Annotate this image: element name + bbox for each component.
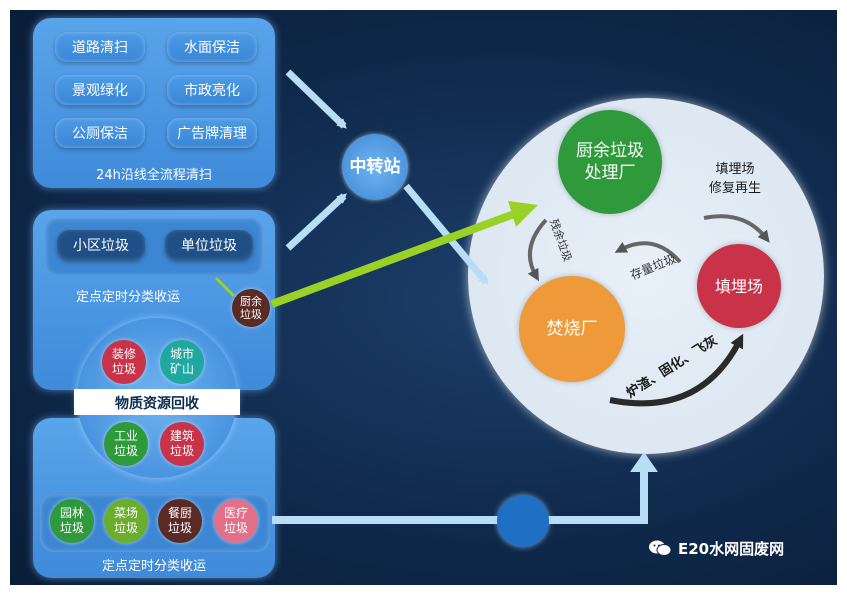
middle-collection-caption: 定点定时分类收运: [75, 290, 180, 305]
arrow-kitchen-waste: [270, 210, 516, 308]
arrow-residue: [527, 218, 548, 282]
arrow-middle-to-kitchen: [214, 276, 236, 298]
kitchen-plant-node: 厨余垃圾 处理厂: [558, 110, 662, 214]
landfill-repair-label: 填埋场 修复再生: [708, 162, 761, 196]
wechat-icon: [648, 539, 672, 557]
arrow-station-to-facility: [403, 183, 489, 286]
water-cleaning-pill: 水面保洁: [167, 32, 257, 62]
decoration-waste-ball: 装修 垃圾: [102, 340, 146, 384]
restaurant-waste-ball: 餐厨 垃圾: [158, 499, 202, 543]
kitchen-waste-ball: 厨余 垃圾: [232, 289, 270, 327]
arrow-stock: [614, 241, 682, 264]
market-waste-ball: 菜场 垃圾: [104, 499, 148, 543]
arrow-bottom-route-head: [630, 452, 658, 472]
public-toilet-pill: 公厕保洁: [55, 118, 145, 148]
transfer-station-node: 中转站: [342, 134, 408, 200]
community-waste-pill: 小区垃圾: [57, 230, 145, 260]
industrial-waste-ball: 工业 垃圾: [104, 422, 148, 466]
garden-waste-ball: 园林 垃圾: [50, 499, 94, 543]
urban-mine-ball: 城市 矿山: [160, 340, 204, 384]
resource-recovery-band: [74, 389, 240, 415]
arrow-middle-to-station: [285, 193, 347, 251]
unit-waste-pill: 单位垃圾: [165, 230, 253, 260]
bottom-collection-caption: 定点定时分类收运: [101, 559, 206, 574]
arrow-repair: [703, 214, 770, 243]
landfill-node: 填埋场: [697, 244, 781, 328]
landscape-greening-pill: 景观绿化: [55, 75, 145, 105]
resource-recovery-label: 物质资源回收: [115, 396, 199, 412]
bottom-route-node: [497, 495, 549, 547]
arrow-top-to-station: [285, 69, 347, 129]
construction-waste-ball: 建筑 垃圾: [160, 422, 204, 466]
municipal-lighting-pill: 市政亮化: [167, 75, 257, 105]
medical-waste-ball: 医疗 垃圾: [214, 499, 258, 543]
street-cleaning-caption: 24h沿线全流程清扫: [96, 168, 212, 183]
billboard-cleaning-pill: 广告牌清理: [167, 118, 257, 148]
arrow-bottom-route: [272, 470, 648, 524]
road-cleaning-pill: 道路清扫: [55, 32, 145, 62]
arrow-ash: [609, 333, 744, 407]
arrow-kitchen-waste-head: [508, 201, 538, 227]
incinerator-node: 焚烧厂: [519, 276, 625, 382]
watermark-text: E20水网固废网: [678, 540, 785, 558]
